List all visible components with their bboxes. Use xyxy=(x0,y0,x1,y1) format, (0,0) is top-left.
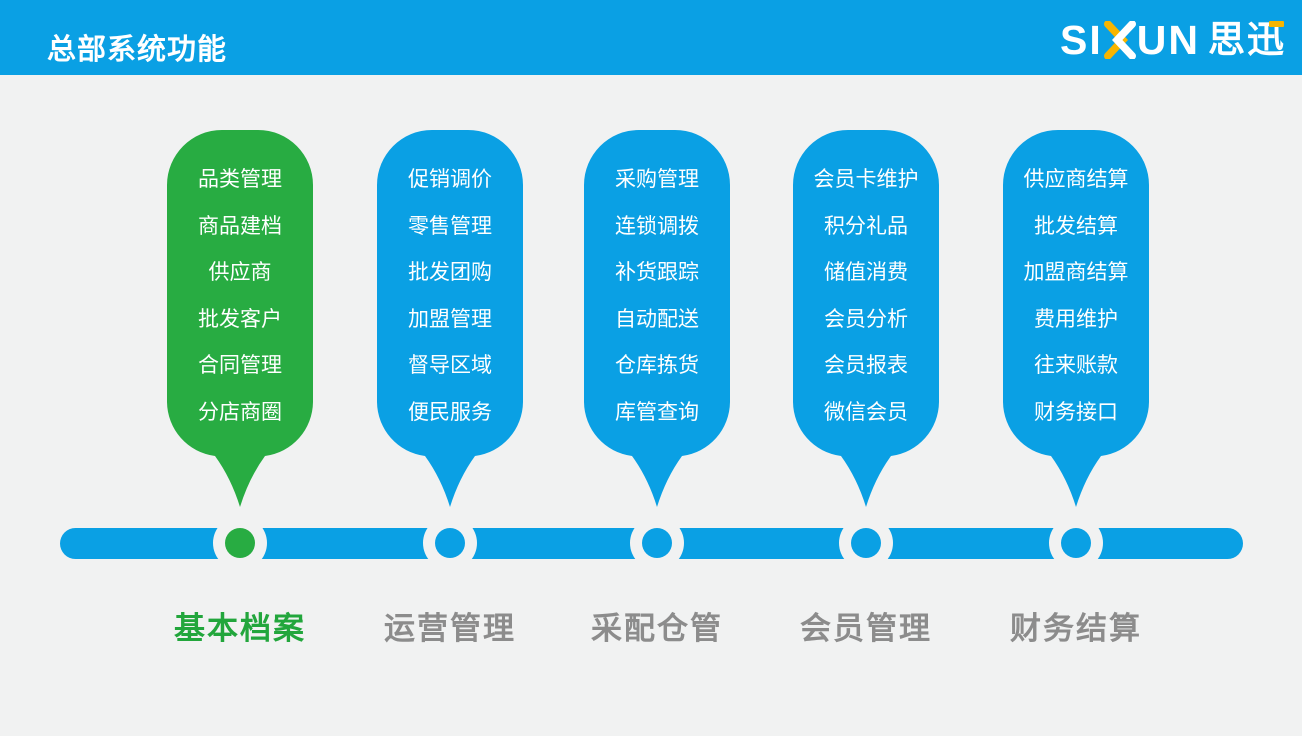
feature-item: 批发结算 xyxy=(1034,214,1118,238)
timeline-dot-basic-archives xyxy=(225,528,255,558)
feature-item: 采购管理 xyxy=(615,168,699,191)
timeline-dot-operations xyxy=(435,528,465,558)
feature-item: 品类管理 xyxy=(198,168,282,191)
balloon-item-list: 会员卡维护 积分礼品 储值消费 会员分析 会员报表 微信会员 xyxy=(793,157,939,436)
feature-item: 财务接口 xyxy=(1034,400,1118,424)
feature-item: 自动配送 xyxy=(615,307,699,331)
feature-item: 会员分析 xyxy=(824,307,908,331)
category-label-operations: 运营管理 xyxy=(384,611,516,646)
category-label-purchasing-warehouse: 采配仓管 xyxy=(591,611,723,646)
feature-item: 库管查询 xyxy=(615,400,699,424)
feature-item: 微信会员 xyxy=(824,400,908,424)
balloon-shape xyxy=(793,130,939,507)
balloon-operations: 促销调价 零售管理 批发团购 加盟管理 督导区域 便民服务 xyxy=(377,130,523,507)
feature-item: 供应商 xyxy=(208,261,272,284)
feature-item: 分店商圈 xyxy=(198,400,282,424)
category-label-finance: 财务结算 xyxy=(1010,611,1142,646)
feature-item: 积分礼品 xyxy=(824,214,908,238)
balloon-membership: 会员卡维护 积分礼品 储值消费 会员分析 会员报表 微信会员 xyxy=(793,130,939,507)
balloon-item-list: 采购管理 连锁调拨 补货跟踪 自动配送 仓库拣货 库管查询 xyxy=(584,157,730,436)
balloon-basic-archives: 品类管理 商品建档 供应商 批发客户 合同管理 分店商圈 xyxy=(167,130,313,507)
feature-item: 便民服务 xyxy=(408,400,492,424)
logo-text-si: SI xyxy=(1060,17,1103,63)
header-bar: 总部系统功能 SI UN 思迅 xyxy=(0,0,1302,75)
page-title: 总部系统功能 xyxy=(47,34,228,66)
feature-item: 零售管理 xyxy=(408,214,492,238)
feature-item: 批发团购 xyxy=(408,261,492,284)
feature-item: 合同管理 xyxy=(198,354,282,377)
logo-text-un: UN xyxy=(1136,17,1200,63)
logo-x-icon xyxy=(1103,21,1136,59)
sixun-logo: SI UN 思迅 xyxy=(1060,18,1286,62)
feature-item: 储值消费 xyxy=(824,261,908,284)
balloon-item-list: 品类管理 商品建档 供应商 批发客户 合同管理 分店商圈 xyxy=(167,157,313,436)
balloon-item-list: 促销调价 零售管理 批发团购 加盟管理 督导区域 便民服务 xyxy=(377,157,523,436)
feature-item: 补货跟踪 xyxy=(615,261,699,284)
category-label-basic-archives: 基本档案 xyxy=(174,611,306,646)
feature-item: 促销调价 xyxy=(408,168,492,191)
category-label-membership: 会员管理 xyxy=(800,611,932,646)
feature-item: 会员卡维护 xyxy=(813,168,919,191)
balloon-purchasing-warehouse: 采购管理 连锁调拨 补货跟踪 自动配送 仓库拣货 库管查询 xyxy=(584,130,730,507)
balloon-finance: 供应商结算 批发结算 加盟商结算 费用维护 往来账款 财务接口 xyxy=(1003,130,1149,507)
timeline-dot-membership xyxy=(851,528,881,558)
balloon-shape xyxy=(1003,130,1149,507)
feature-item: 仓库拣货 xyxy=(615,354,699,377)
balloon-shape xyxy=(377,130,523,507)
logo-accent-mark xyxy=(1269,21,1284,27)
feature-item: 批发客户 xyxy=(198,307,282,331)
logo-text-cn: 思迅 xyxy=(1208,20,1286,60)
timeline-dot-purchasing-warehouse xyxy=(642,528,672,558)
balloon-item-list: 供应商结算 批发结算 加盟商结算 费用维护 往来账款 财务接口 xyxy=(1003,157,1149,436)
feature-item: 往来账款 xyxy=(1034,354,1118,377)
timeline-dot-finance xyxy=(1061,528,1091,558)
feature-item: 费用维护 xyxy=(1034,307,1118,331)
feature-item: 会员报表 xyxy=(824,354,908,377)
feature-item: 督导区域 xyxy=(408,354,492,377)
feature-item: 加盟管理 xyxy=(408,307,492,331)
balloon-shape xyxy=(584,130,730,507)
feature-item: 加盟商结算 xyxy=(1023,261,1129,284)
feature-item: 商品建档 xyxy=(198,214,282,238)
feature-item: 供应商结算 xyxy=(1023,168,1129,191)
feature-item: 连锁调拨 xyxy=(615,214,699,238)
balloon-shape xyxy=(167,130,313,507)
